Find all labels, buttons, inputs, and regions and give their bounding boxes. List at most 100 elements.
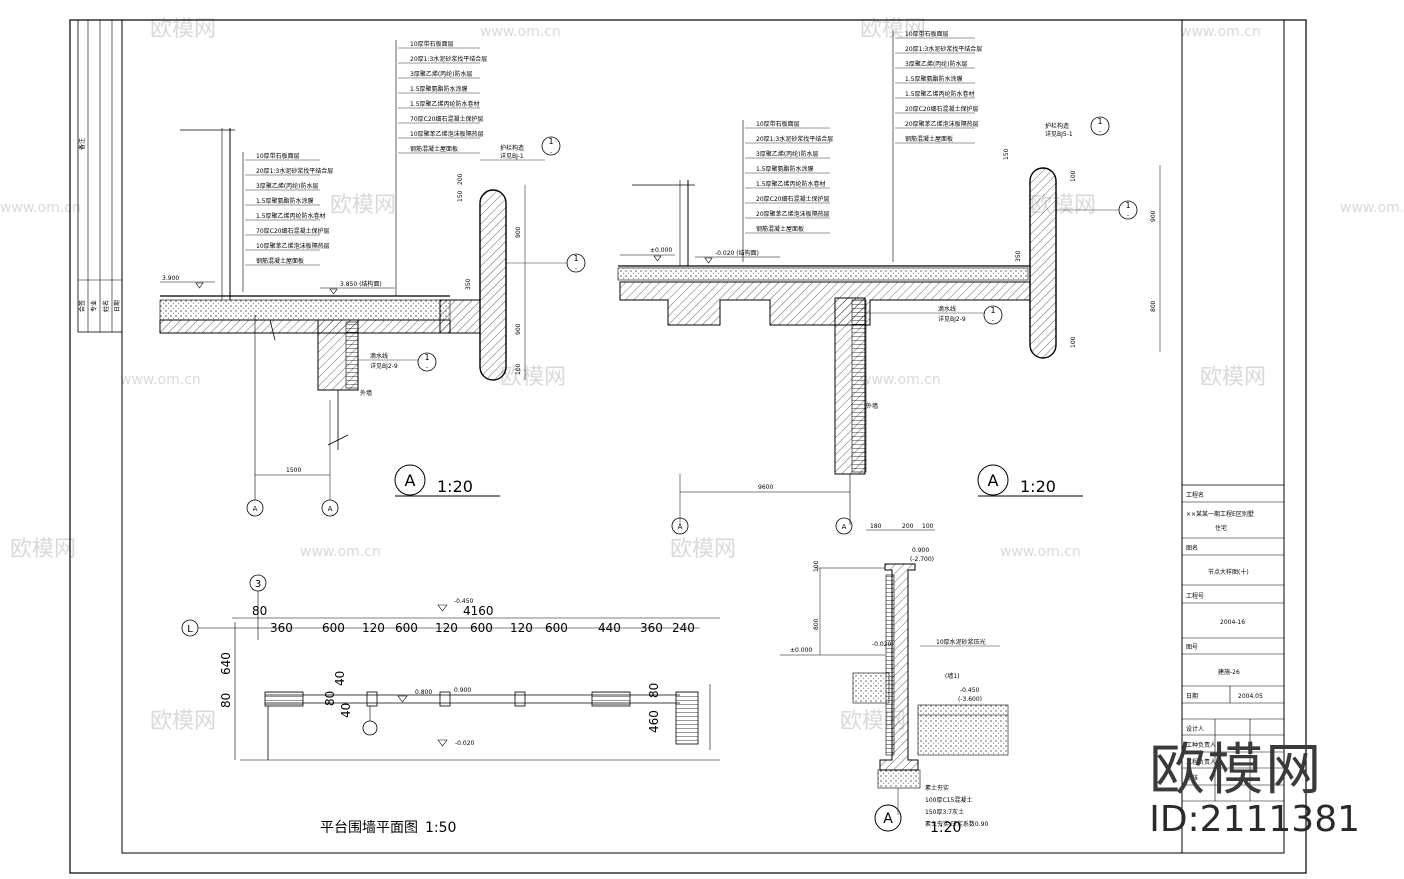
plan-elev-top: -0.450 — [454, 598, 474, 605]
elev-right-1: ±0.000 — [650, 247, 672, 254]
callout-right-top-num: 1 — [1097, 117, 1102, 126]
watermark-brand: 欧模网 — [150, 17, 216, 42]
plan-d7: 120 — [510, 621, 533, 635]
watermark-layer: 欧模网 www.om.cn 欧模网 www.om.cn www.om.cn 欧模… — [0, 17, 1404, 734]
layer-r2-0: 10厚带石板面层 — [905, 30, 949, 38]
watermark-site: www.om.cn — [480, 24, 561, 40]
callout-left-top-ref: - — [550, 149, 552, 156]
callout-left-low-num: 1 — [424, 353, 429, 362]
watermark-id: ID:2111381 — [1149, 799, 1360, 841]
ss-elev-2b: (-3.600) — [958, 696, 982, 703]
watermark-site: www.om.cn — [120, 372, 201, 388]
section-small-bubble — [874, 804, 902, 832]
grid-bubble-a1 — [246, 499, 264, 517]
tb-date-value: 2004.05 — [1238, 693, 1263, 700]
strip-major: 专业 — [90, 300, 98, 312]
plan-d8: 600 — [545, 621, 568, 635]
ss-d1: 200 — [902, 523, 914, 530]
dim-left-r5: 350 — [465, 278, 472, 290]
section-small-label: A — [883, 811, 893, 827]
callout-left-mid-ref: - — [575, 265, 577, 272]
grid-a2: A — [328, 505, 333, 513]
grid-a4: A — [842, 523, 847, 531]
plan-d11: 240 — [672, 621, 695, 635]
plan-view: 3 L 4160 -0.450 80 360 600 120 600 120 6… — [181, 574, 720, 836]
dim-left-r0: 900 — [515, 226, 522, 238]
watermark-site: www.om.cn — [1180, 24, 1261, 40]
watermark-brand: 欧模网 — [330, 193, 396, 218]
left-strip: 备注 会签 专业 姓名 日期 — [77, 19, 123, 333]
tag-left-b: 详见BJ-1 — [500, 152, 524, 160]
ss-l1: 800 — [813, 618, 820, 630]
layer-l0: 10厚带石板面层 — [256, 152, 300, 160]
layer-r2-1: 20厚1:3水泥砂浆找平结合层 — [905, 45, 982, 53]
ss-note-b: (墙1) — [945, 672, 960, 680]
callout-left-mid-num: 1 — [573, 254, 578, 263]
dim-left-r2: 100 — [515, 363, 522, 375]
plan-d0: 80 — [252, 604, 267, 618]
callout-right-top-ref: - — [1099, 128, 1101, 135]
layer-r2-6: 20厚聚苯乙烯泡沫板隔热层 — [905, 120, 979, 128]
layer-l2-2: 3厚聚乙烯(丙纶)防水层 — [410, 70, 473, 78]
section-small-scale: 1:20 — [930, 820, 961, 836]
plan-title: 平台围墙平面图 — [320, 820, 418, 836]
grid-l: L — [187, 624, 193, 635]
layer-r7: 钢筋混凝土屋面板 — [756, 225, 804, 233]
detail-left: 10厚带石板面层 20厚1:3水泥砂浆找平结合层 3厚聚乙烯(丙纶)防水层 1.… — [159, 40, 586, 517]
elev-right-2: -0.020 (结构面) — [715, 249, 759, 257]
tb-sign-0: 设计人 — [1186, 725, 1204, 733]
detail-left-scale: 1:20 — [437, 477, 473, 496]
title-block: 工程名 ××某某一期工程E区别墅 住宅 图名 节点大样图(十) 工程号 2004… — [1181, 20, 1284, 853]
strip-note: 备注 — [78, 138, 86, 150]
tb-job-no: 2004-16 — [1220, 619, 1245, 626]
dim-right-r5: 150 — [1003, 148, 1010, 160]
tb-sheet-no: 建施-26 — [1218, 668, 1240, 676]
dim-right-r0: 900 — [1150, 210, 1157, 222]
callout-circle-right-low — [983, 305, 1003, 325]
ss-elev-top2: (-2.700) — [910, 556, 934, 563]
grid-bubble-a2 — [321, 499, 339, 517]
watermark-brand: 欧模网 — [150, 709, 216, 734]
strip-sign: 会签 — [78, 300, 86, 312]
layer-r2-3: 1.5厚聚氨酯防水涂膜 — [905, 75, 963, 83]
tag-left-d: 详见BJ2-9 — [370, 362, 398, 370]
plan-s2: 40 — [339, 703, 353, 718]
callout-right-mid-ref: - — [1127, 212, 1129, 219]
tb-job-label: 工程号 — [1186, 592, 1204, 600]
layer-l2-3: 1.5厚聚氨酯防水涂膜 — [410, 85, 468, 93]
ss-note-a: 10厚水泥砂浆压光 — [936, 638, 986, 646]
callout-right-mid-num: 1 — [1125, 201, 1130, 210]
plan-d1: 360 — [270, 621, 293, 635]
watermark-brand: 欧模网 — [670, 537, 736, 562]
layer-l2-1: 20厚1:3水泥砂浆找平结合层 — [410, 55, 487, 63]
plan-d9: 440 — [598, 621, 621, 635]
dim-left-bottom: 1500 — [286, 467, 301, 474]
tag-right-d: 护栏构造 — [1045, 122, 1069, 130]
tb-sheet-label: 图号 — [1186, 644, 1198, 651]
layer-r4: 1.5厚聚乙烯丙纶防水卷材 — [756, 180, 826, 188]
plan-l0: 640 — [219, 652, 233, 675]
plan-total: 4160 — [463, 604, 494, 618]
plan-d2: 600 — [322, 621, 345, 635]
tag-left-a: 护栏构造 — [500, 144, 524, 152]
tag-right-b: 详见BJ2-9 — [938, 315, 966, 323]
detail-right-label: A — [988, 471, 999, 490]
callout-circle-right-top — [1090, 116, 1110, 136]
detail-right: 10厚带石板面层 20厚1:3水泥砂浆找平结合层 3厚聚乙烯(丙纶)防水层 1.… — [617, 30, 1161, 535]
callout-right-low-ref: - — [992, 317, 994, 324]
plan-d5: 120 — [435, 621, 458, 635]
callout-left-top-num: 1 — [548, 137, 553, 146]
layer-r2-2: 3厚聚乙烯(丙纶)防水层 — [905, 60, 968, 68]
callout-left-low-ref: - — [426, 364, 428, 371]
outer-frame — [69, 19, 1307, 874]
layer-l2: 3厚聚乙烯(丙纶)防水层 — [256, 182, 319, 190]
dim-right-r4: 350 — [1015, 250, 1022, 262]
elev-left-1: 3.900 — [162, 275, 179, 282]
tag-right-c: 外墙 — [866, 402, 878, 410]
plan-elev-mid2: 0.900 — [454, 687, 471, 694]
ss-note-e: 150厚3:7灰土 — [925, 808, 964, 816]
layer-l2-0: 10厚带石板面层 — [410, 40, 454, 48]
elev-left-2: 3.850 (结构面) — [340, 280, 382, 288]
tb-project-sub: 住宅 — [1215, 524, 1227, 532]
dim-right-r1: 800 — [1150, 300, 1157, 312]
